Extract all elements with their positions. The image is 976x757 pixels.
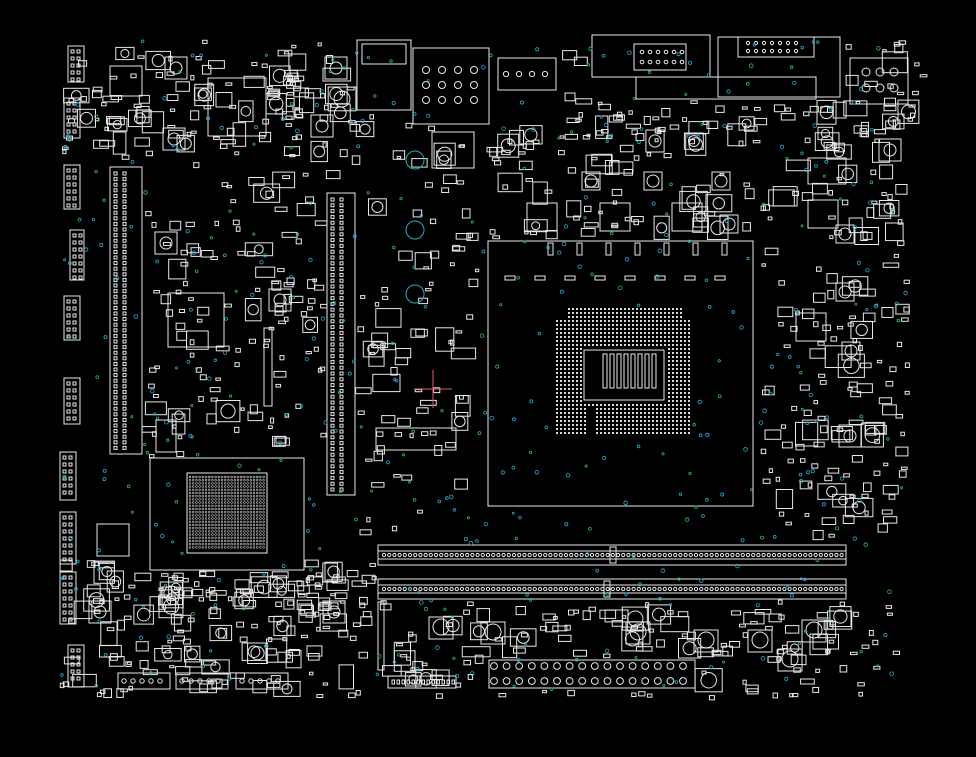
lan-chip[interactable] [431, 131, 475, 169]
header-pin-rows [62, 40, 899, 685]
dimm-slot-b[interactable] [377, 578, 847, 600]
chipset-ball-grid [188, 475, 265, 549]
dimm-slot-a[interactable] [377, 544, 847, 566]
rear-io-usb[interactable] [497, 57, 557, 91]
left-edge-headers[interactable] [59, 45, 85, 688]
rear-io-audio-jacks[interactable] [849, 57, 909, 105]
chipset-bga[interactable] [149, 457, 305, 571]
crosshair-cursor-icon [414, 370, 452, 408]
rear-io-lan-usb[interactable] [412, 47, 490, 125]
via-markers [60, 39, 908, 691]
super-io-chip[interactable] [167, 292, 225, 348]
mounting-holes [405, 150, 425, 304]
rear-io-vga-dvi[interactable] [591, 34, 841, 100]
cpu-socket-pin-field [556, 308, 690, 434]
rear-io-usb-stack[interactable] [356, 39, 412, 111]
small-components [59, 39, 928, 701]
front-usb-header-1[interactable] [117, 672, 171, 690]
pcie-slot-x1[interactable] [326, 192, 356, 496]
pcie-slot-x16[interactable] [109, 166, 143, 455]
cpu-socket[interactable] [487, 240, 754, 507]
